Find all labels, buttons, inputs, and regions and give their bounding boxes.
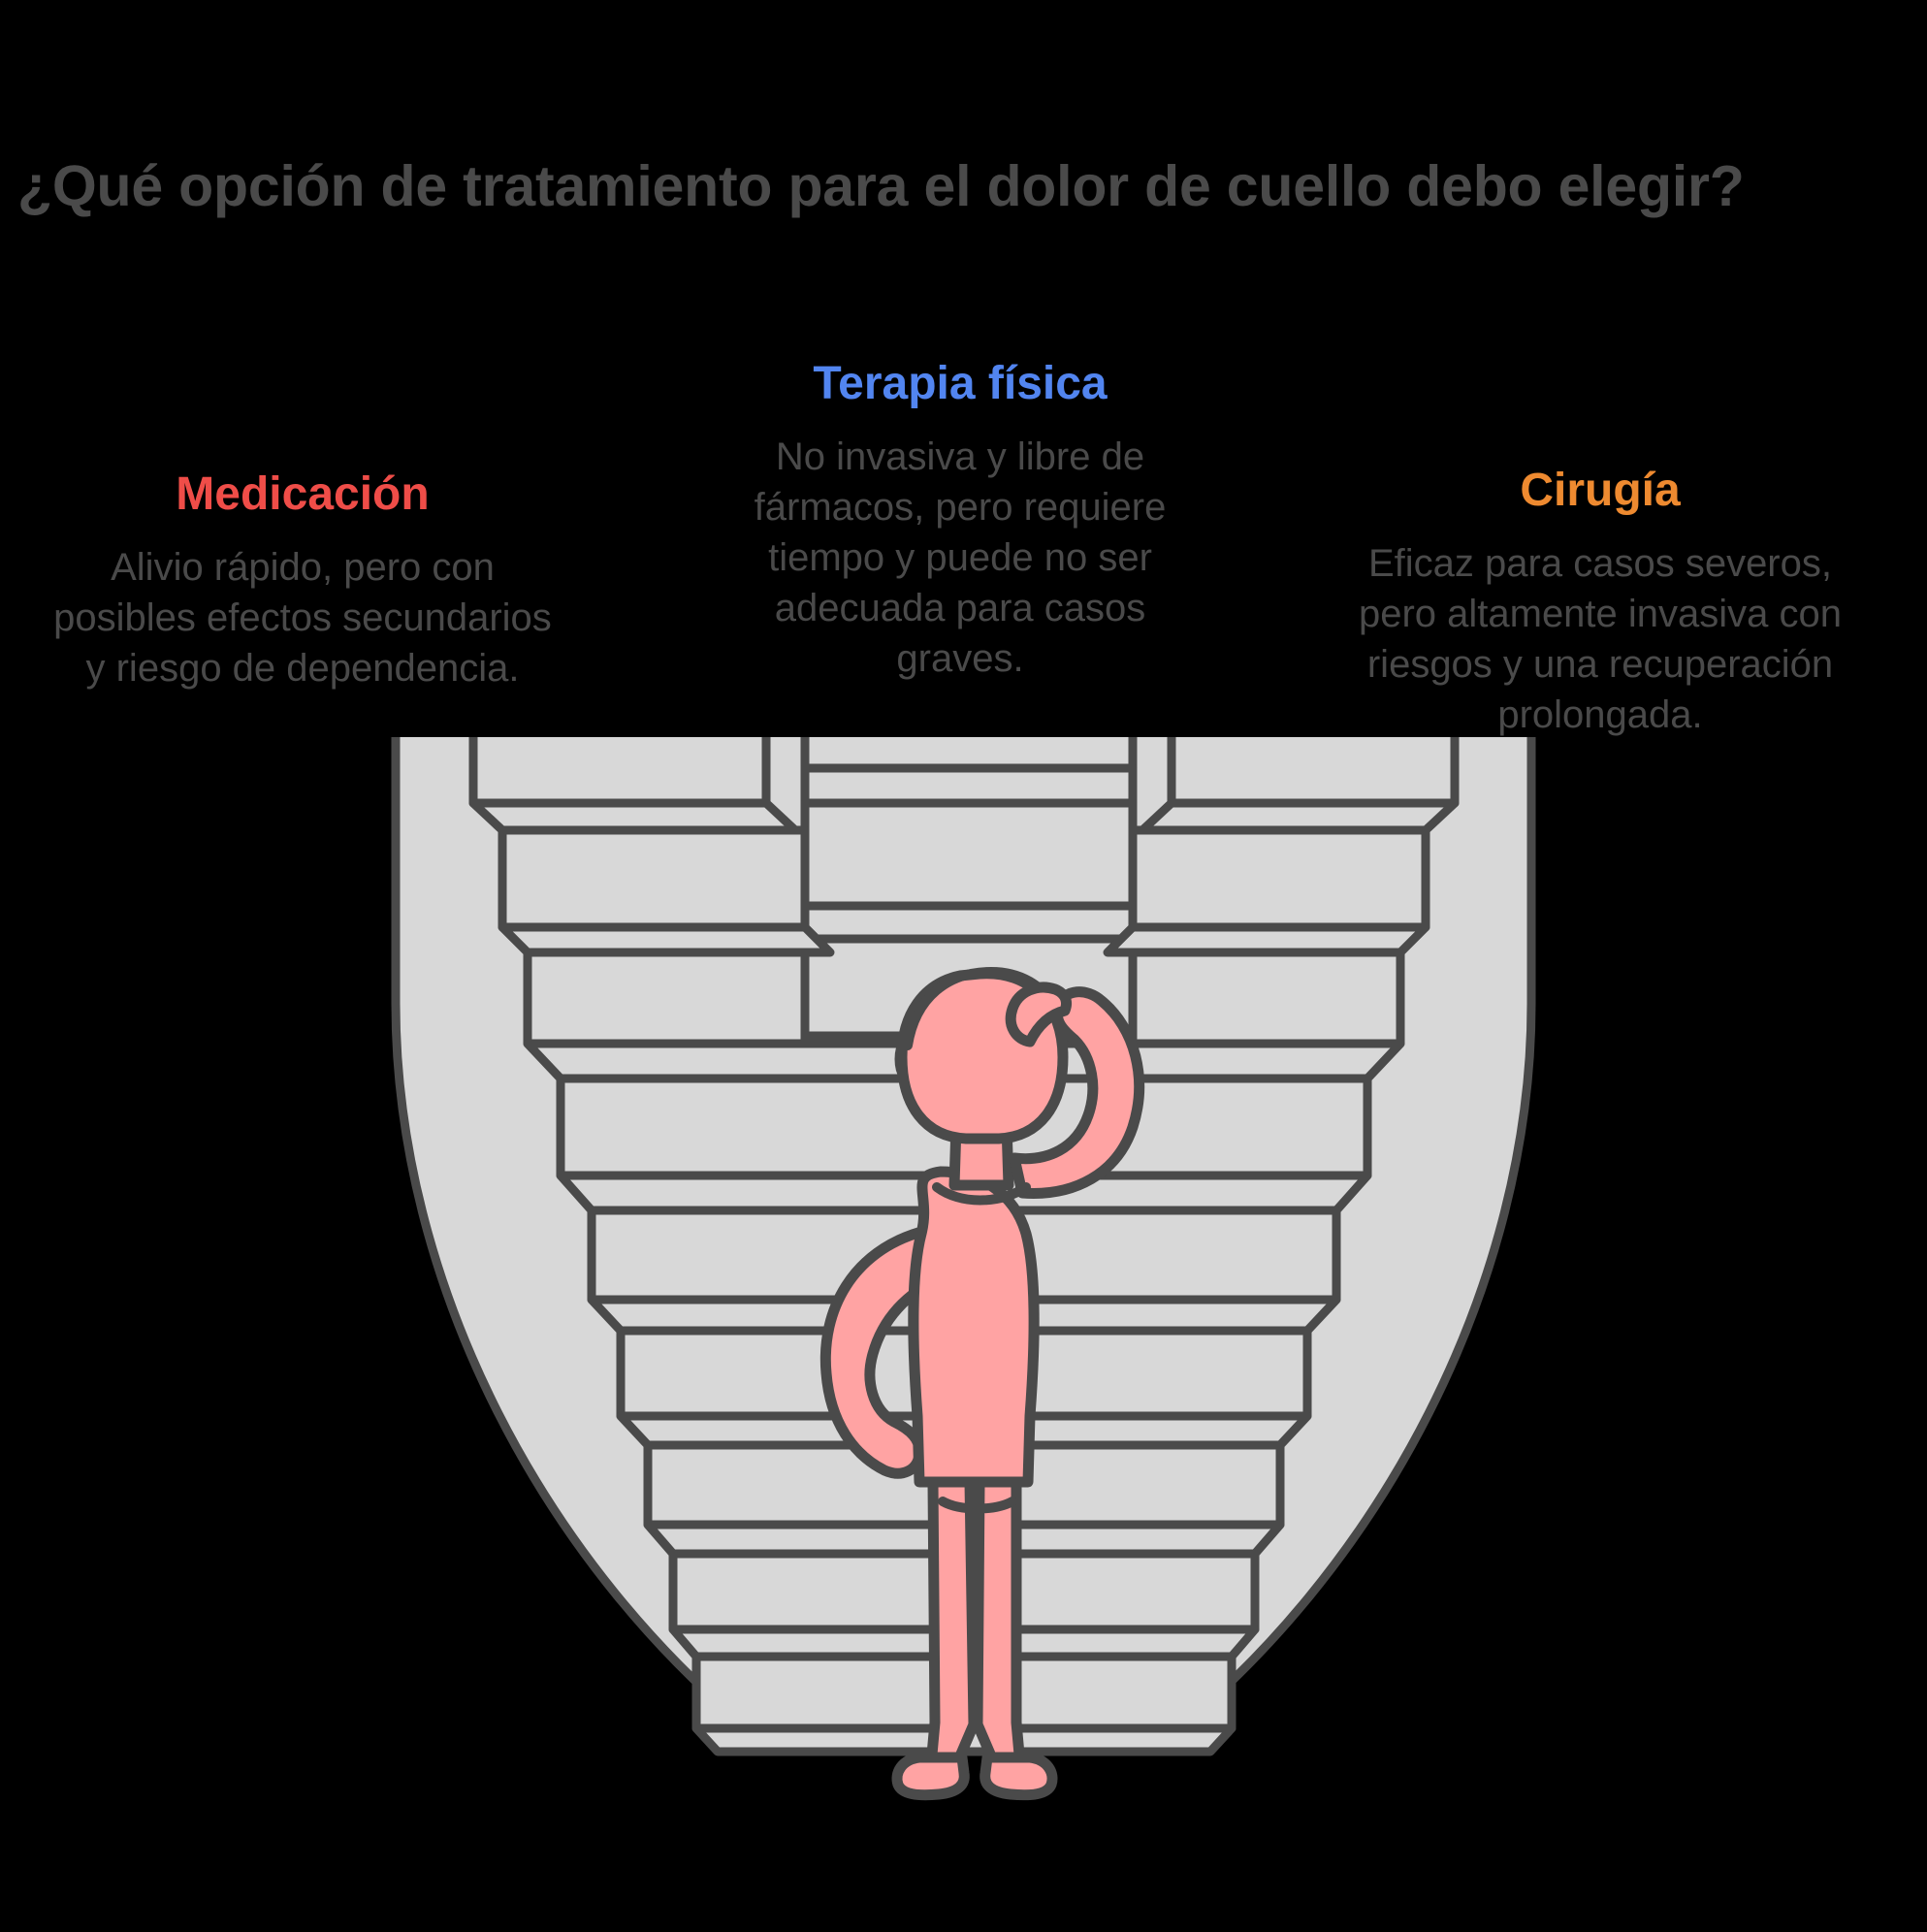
- stair-step-right-3-face: [1128, 948, 1405, 1048]
- option-heading-physical-therapy: Terapia física: [813, 358, 1108, 409]
- person-right-shoe: [980, 1752, 1058, 1801]
- option-column-medication: Medicación Alivio rápido, pero con posib…: [41, 467, 564, 693]
- stair-step-right-1-face: [1167, 737, 1460, 808]
- staircase-illustration: .st { fill:#d8d8d8; stroke:#4a4a4a; stro…: [0, 737, 1927, 1833]
- person-left-leg: [925, 1476, 980, 1771]
- stair-step-left-2-tread: [498, 922, 835, 957]
- stair-step-right-2-face: [1128, 825, 1430, 932]
- page-title: ¿Qué opción de tratamiento para el dolor…: [17, 154, 1745, 218]
- stair-left-wing: [468, 737, 835, 1048]
- person-figure: [819, 967, 1145, 1801]
- person-back-crease: [938, 1497, 1017, 1514]
- option-heading-surgery: Cirugía: [1520, 465, 1681, 516]
- stair-step-left-2-face: [498, 825, 810, 932]
- option-heading-medication: Medicación: [176, 468, 430, 520]
- option-column-surgery: Cirugía Eficaz para casos severos, pero …: [1329, 464, 1872, 740]
- stair-step-left-3-face: [523, 948, 810, 1048]
- option-body-physical-therapy: No invasiva y libre de fármacos, pero re…: [754, 435, 1167, 681]
- person-hand: [1005, 982, 1073, 1047]
- option-column-physical-therapy: Terapia física No invasiva y libre de fá…: [713, 357, 1207, 684]
- stair-step-left-1-face: [468, 737, 771, 808]
- stair-right-wing: [1103, 737, 1460, 1048]
- person-left-shoe: [891, 1752, 970, 1801]
- person-collar: [932, 1182, 1031, 1206]
- person-right-leg: [972, 1476, 1026, 1771]
- staircase-svg: .st { fill:#d8d8d8; stroke:#4a4a4a; stro…: [391, 737, 1536, 1801]
- option-body-medication: Alivio rápido, pero con posibles efectos…: [53, 546, 552, 691]
- option-body-surgery: Eficaz para casos severos, pero altament…: [1358, 542, 1843, 737]
- person-torso: [908, 1166, 1040, 1488]
